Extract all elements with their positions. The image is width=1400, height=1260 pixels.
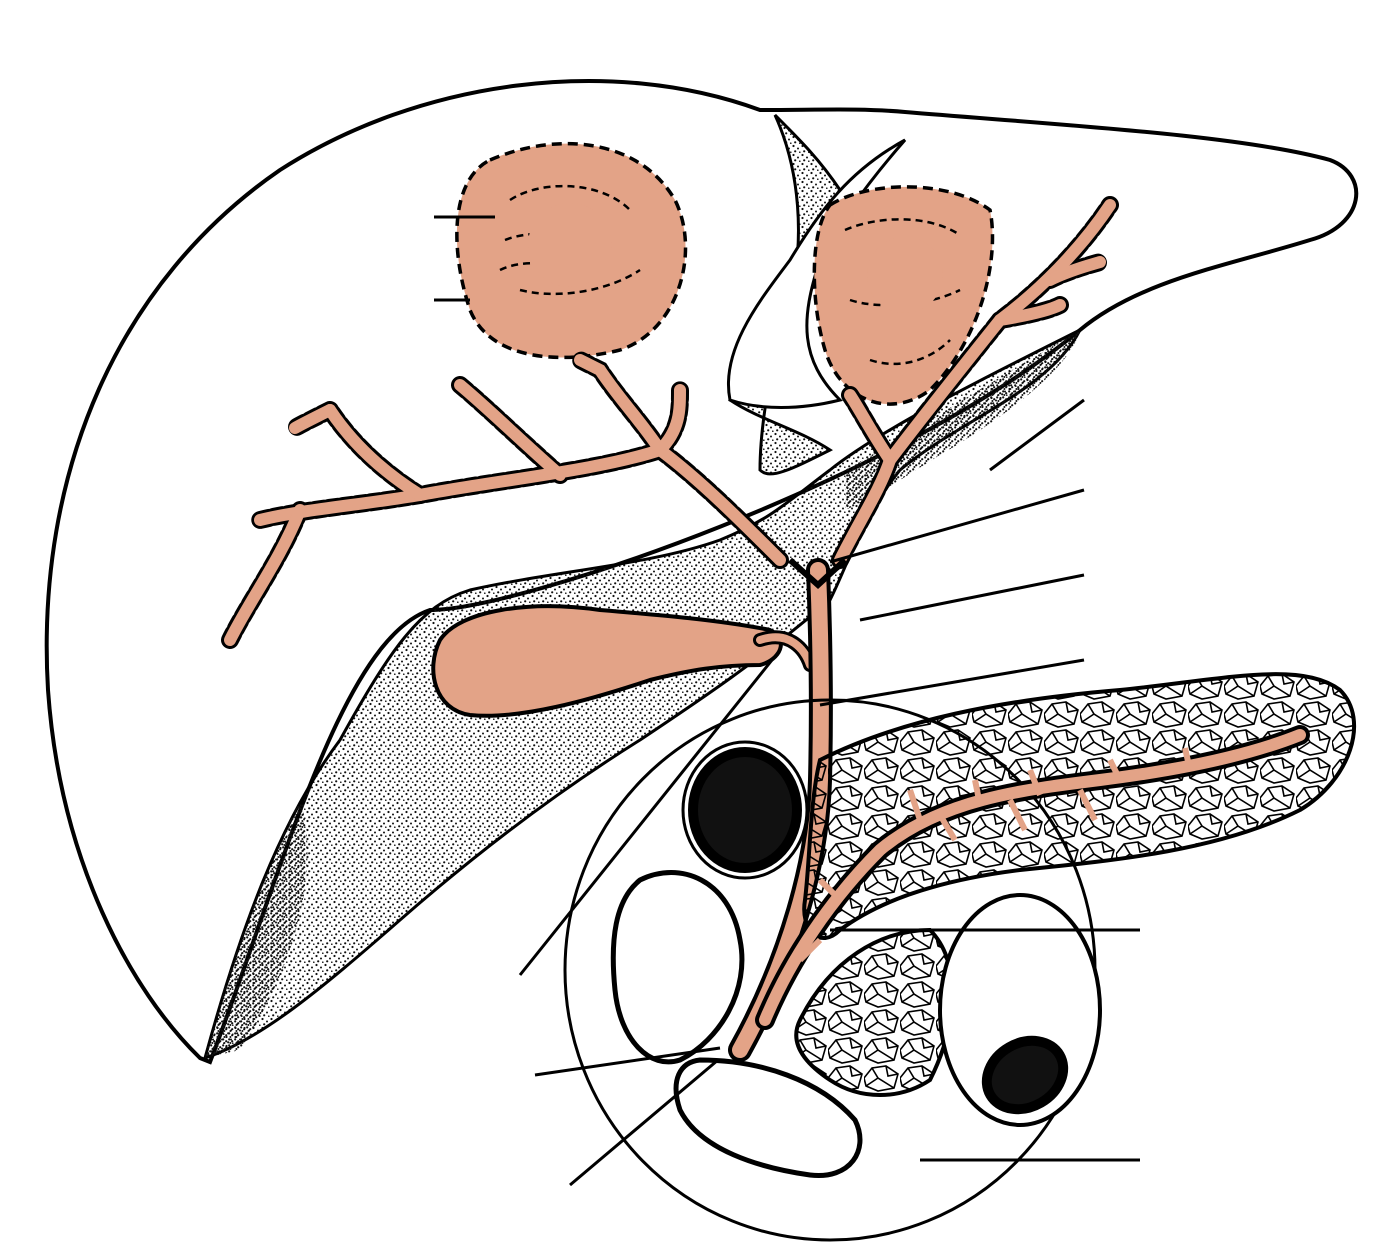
liver-lobule-right xyxy=(455,141,688,360)
leader-lines xyxy=(434,215,1140,1187)
left-lobe-fold xyxy=(727,138,907,409)
bowel-lumen-upper xyxy=(688,747,802,873)
left-hepatic-ducts xyxy=(831,196,1119,569)
ligament-stipple xyxy=(845,330,1080,510)
pancreas xyxy=(802,672,1357,940)
duct-junction xyxy=(788,557,848,590)
duodenum xyxy=(610,870,745,1065)
liver-edge-shading xyxy=(205,800,308,1058)
pancreatic-duct-branches xyxy=(797,747,1193,963)
liver-lobule-left xyxy=(812,185,995,406)
vessel-lumen xyxy=(981,1035,1069,1115)
pancreas-head xyxy=(794,927,955,1097)
right-hepatic-ducts xyxy=(221,351,789,649)
duodenum-lower xyxy=(673,1057,863,1179)
gallbladder xyxy=(431,604,783,718)
